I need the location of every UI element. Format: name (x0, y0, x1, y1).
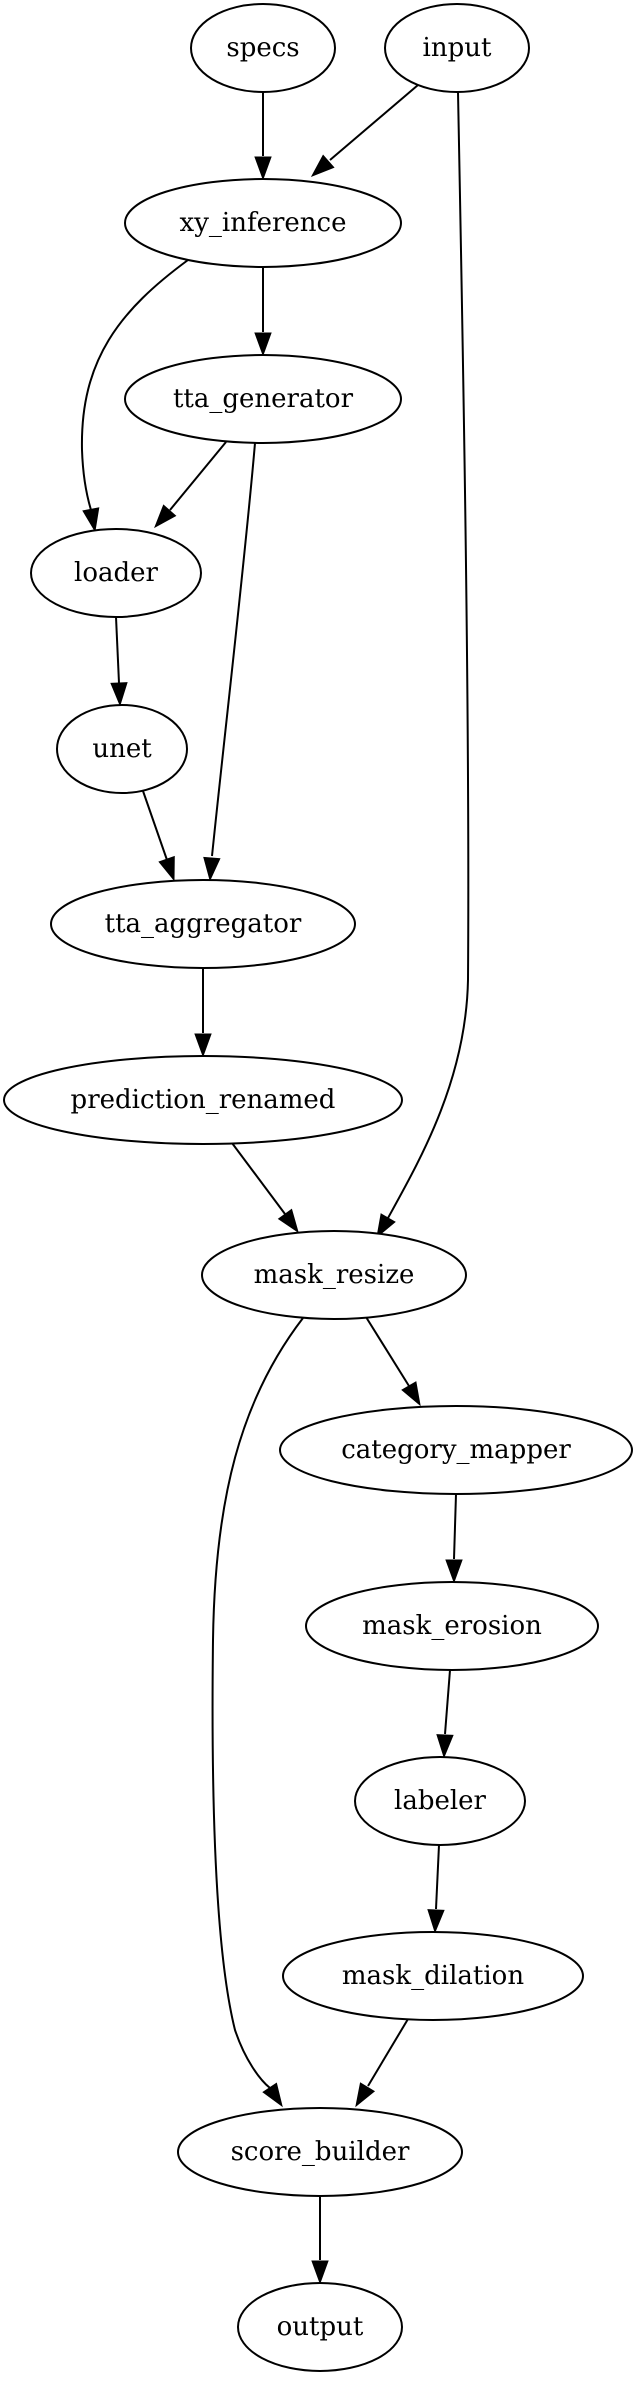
arrow-head-icon (376, 1213, 396, 1239)
edge-line (365, 1316, 410, 1387)
edge-prediction_renamed-to-mask_resize (231, 1142, 299, 1234)
node-label: mask_dilation (342, 1961, 524, 1991)
node-label: loader (74, 558, 159, 588)
node-ellipse (201, 1230, 467, 1320)
arrow-head-icon (203, 856, 221, 882)
arrow-head-icon (254, 156, 272, 181)
node-ellipse (56, 704, 188, 794)
node-output: output (237, 2282, 403, 2372)
node-mask-erosion: mask_erosion (305, 1581, 599, 1671)
arrow-head-icon (82, 507, 100, 533)
node-label: unet (92, 734, 152, 764)
node-mask-dilation: mask_dilation (282, 1931, 584, 2021)
edge-tta_generator-to-tta_aggregator (203, 442, 256, 882)
arrow-head-icon (277, 1208, 299, 1234)
node-ellipse (3, 1055, 403, 1145)
arrow-head-icon (310, 154, 335, 177)
arrow-head-icon (110, 682, 128, 707)
node-label: prediction_renamed (71, 1085, 336, 1115)
edge-tta_generator-to-loader (154, 441, 227, 529)
node-input: input (384, 3, 530, 93)
edge-category_mapper-to-mask_erosion (445, 1493, 463, 1584)
edge-input-to-mask_resize (376, 91, 470, 1239)
node-xy-inference: xy_inference (124, 178, 402, 268)
arrow-head-icon (355, 2082, 376, 2108)
edge-mask_resize-to-score_builder (211, 1317, 304, 2108)
node-ellipse (237, 2282, 403, 2372)
edge-tta_aggregator-to-prediction_renamed (194, 968, 212, 1058)
node-ellipse (354, 1756, 526, 1846)
edge-mask_dilation-to-score_builder (355, 2018, 409, 2108)
node-ellipse (190, 3, 336, 93)
node-ellipse (279, 1405, 633, 1495)
node-label: labeler (394, 1786, 487, 1816)
node-labeler: labeler (354, 1756, 526, 1846)
arrow-head-icon (427, 1909, 445, 1934)
node-mask-resize: mask_resize (201, 1230, 467, 1320)
node-score-builder: score_builder (177, 2107, 463, 2197)
edge-line (367, 2018, 409, 2087)
node-ellipse (124, 178, 402, 268)
edge-line (329, 84, 419, 161)
edge-line (169, 441, 227, 511)
node-ellipse (384, 3, 530, 93)
edge-line (444, 1669, 451, 1735)
edge-specs-to-xy_inference (254, 92, 272, 181)
edge-line (211, 442, 256, 857)
node-ellipse (177, 2107, 463, 2197)
edge-line (80, 259, 189, 511)
edge-line (387, 91, 470, 1219)
node-label: mask_resize (254, 1260, 415, 1290)
node-unet: unet (56, 704, 188, 794)
edge-score_builder-to-output (311, 2196, 329, 2285)
arrow-head-icon (158, 855, 175, 882)
edge-line (211, 1317, 304, 2089)
node-tta-generator: tta_generator (124, 354, 402, 444)
node-specs: specs (190, 3, 336, 93)
node-ellipse (30, 528, 202, 618)
node-label: category_mapper (341, 1435, 571, 1465)
edge-unet-to-tta_aggregator (142, 790, 175, 882)
nodes-layer: specs input xy_inference tta_generatorloade… (3, 3, 633, 2372)
edge-line (115, 616, 120, 684)
node-label: input (423, 33, 492, 63)
arrow-head-icon (262, 2082, 283, 2108)
node-category-mapper: category_mapper (279, 1405, 633, 1495)
node-ellipse (305, 1581, 599, 1671)
node-ellipse (282, 1931, 584, 2021)
edge-loader-to-unet (110, 616, 128, 707)
node-label: tta_generator (173, 384, 354, 414)
node-tta-aggregator: tta_aggregator (50, 879, 356, 969)
arrow-head-icon (194, 1033, 212, 1058)
node-ellipse (124, 354, 402, 444)
arrow-head-icon (154, 504, 177, 529)
node-label: score_builder (231, 2137, 410, 2167)
edge-line (435, 1844, 440, 1910)
edges-layer (80, 84, 470, 2285)
node-prediction-renamed: prediction_renamed (3, 1055, 403, 1145)
edge-input-to-xy_inference (310, 84, 419, 177)
edge-mask_resize-to-category_mapper (365, 1316, 421, 1407)
arrow-head-icon (311, 2260, 329, 2285)
edge-line (231, 1142, 286, 1215)
arrow-head-icon (445, 1559, 463, 1584)
edge-xy_inference-to-tta_generator (254, 267, 272, 357)
edge-xy_inference-to-loader (80, 259, 189, 533)
arrow-head-icon (254, 332, 272, 357)
node-label: mask_erosion (362, 1611, 542, 1641)
arrow-head-icon (401, 1381, 421, 1407)
node-label: tta_aggregator (105, 909, 302, 939)
edge-line (142, 790, 168, 861)
arrow-head-icon (436, 1734, 454, 1759)
node-label: xy_inference (180, 208, 347, 238)
node-ellipse (50, 879, 356, 969)
node-loader: loader (30, 528, 202, 618)
node-label: specs (226, 33, 299, 63)
edge-mask_erosion-to-labeler (436, 1669, 454, 1759)
edge-line (453, 1493, 457, 1560)
node-label: output (277, 2312, 364, 2342)
edge-labeler-to-mask_dilation (427, 1844, 445, 1934)
